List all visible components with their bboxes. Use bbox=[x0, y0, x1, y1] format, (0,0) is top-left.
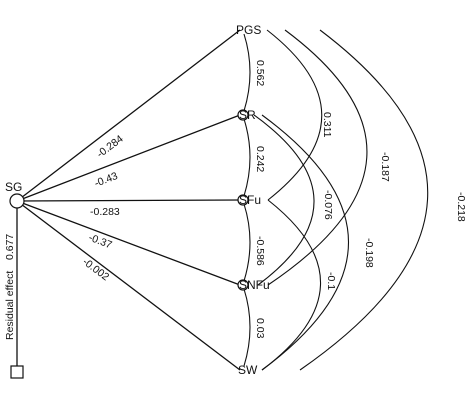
coef-sg-sfu: -0.283 bbox=[90, 206, 120, 218]
edge-sg-snfu bbox=[16, 200, 241, 286]
arc-sfu-snfu bbox=[243, 203, 251, 282]
corr-pgs-sw: -0.218 bbox=[455, 192, 467, 222]
corr-snfu-sw: 0.03 bbox=[254, 318, 266, 339]
node-sr-label: SR bbox=[239, 108, 256, 122]
node-pgs-label: PGS bbox=[236, 23, 261, 37]
arc-pgs-sr bbox=[243, 33, 251, 112]
arc-sr-sw bbox=[261, 114, 350, 371]
arc-sfu-sw bbox=[261, 199, 322, 371]
corr-pgs-sfu: 0.311 bbox=[321, 112, 333, 138]
edge-sg-sfu bbox=[16, 199, 241, 202]
residual-label: Residual effect bbox=[4, 271, 16, 340]
corr-pgs-snfu: -0.187 bbox=[379, 152, 391, 182]
node-sfu-circle bbox=[237, 194, 249, 206]
node-sw-label: SW bbox=[238, 363, 258, 377]
node-sg-circle bbox=[9, 193, 25, 209]
node-sfu-label: SFu bbox=[239, 193, 261, 207]
node-sr-circle bbox=[237, 109, 249, 121]
corr-sfu-snfu: -0.586 bbox=[254, 236, 266, 266]
arc-pgs-sw bbox=[299, 29, 429, 371]
node-sg-label: SG bbox=[5, 180, 22, 194]
residual-value: 0.677 bbox=[4, 234, 16, 260]
corr-pgs-sr: 0.562 bbox=[254, 60, 266, 86]
node-snfu-circle bbox=[237, 279, 249, 291]
residual-box bbox=[10, 365, 24, 379]
edge-sg-sr bbox=[16, 114, 241, 202]
arc-pgs-sfu bbox=[266, 29, 323, 201]
arc-sr-sfu bbox=[243, 118, 251, 197]
corr-sr-snfu: -0.076 bbox=[322, 190, 334, 220]
edge-sg-sw bbox=[16, 200, 241, 371]
edge-sg-pgs bbox=[16, 29, 241, 202]
coef-sg-pgs: -0.284 bbox=[95, 133, 126, 161]
arc-pgs-snfu bbox=[267, 29, 368, 286]
corr-sr-sfu: 0.242 bbox=[254, 146, 266, 172]
coef-sg-sr: -0.43 bbox=[93, 170, 120, 190]
corr-sr-sw: -0.198 bbox=[363, 238, 375, 268]
arc-snfu-sw bbox=[243, 288, 251, 367]
coef-sg-snfu: -0.37 bbox=[87, 232, 114, 252]
arc-sr-snfu bbox=[253, 114, 315, 286]
node-snfu-label: SNFu bbox=[239, 278, 270, 292]
corr-sfu-sw: -0.1 bbox=[325, 272, 337, 290]
